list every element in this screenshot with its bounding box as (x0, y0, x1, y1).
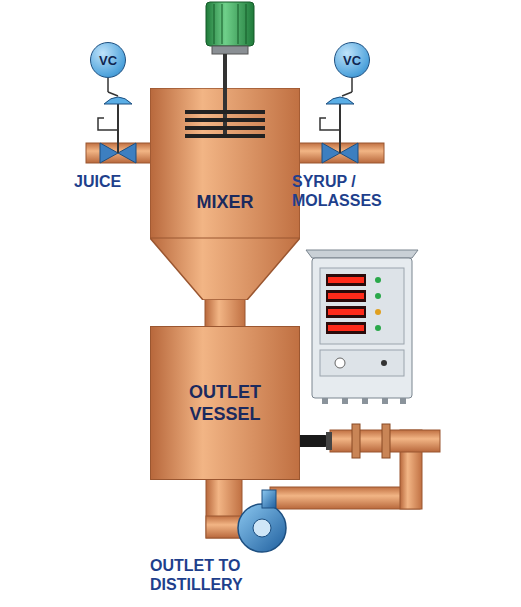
agitator-blade (185, 110, 265, 114)
controller-panel (306, 250, 418, 258)
controller-panel (320, 268, 404, 344)
stream-label: SYRUP / MOLASSES (292, 172, 432, 210)
discharge-piping (352, 424, 360, 458)
node-label: VC (99, 53, 117, 68)
control-valve (118, 143, 136, 163)
controller-panel (326, 274, 366, 286)
control-valve (100, 143, 118, 163)
controller-panel (375, 309, 381, 315)
controller-panel (328, 309, 364, 315)
controller-panel (342, 398, 348, 404)
agitator-motor (223, 54, 227, 90)
discharge-piping (382, 424, 390, 458)
controller-panel (306, 250, 418, 404)
controller-circle: VC (90, 42, 126, 78)
controller-panel (322, 398, 328, 404)
pump (238, 490, 286, 552)
controller-panel (328, 325, 364, 331)
control-valve (339, 104, 341, 153)
control-valve (340, 143, 358, 163)
agitator-motor (206, 2, 254, 90)
pump (262, 490, 276, 508)
vessel-seam (150, 238, 300, 239)
controller-panel (326, 290, 366, 302)
controller-panel (328, 293, 364, 299)
agitator-motor (246, 4, 247, 44)
control-valve (326, 97, 354, 104)
discharge-piping (270, 487, 420, 509)
node-label: VC (343, 53, 361, 68)
controller-panel (326, 306, 366, 318)
control-valve (322, 143, 340, 163)
controller-panel (326, 322, 366, 334)
control-valve (342, 92, 352, 96)
controller-panel (320, 350, 404, 376)
outlet-vessel: OUTLET VESSEL (150, 326, 300, 480)
agitator-blade (185, 134, 265, 138)
agitator-motor (214, 4, 215, 44)
control-valve (320, 118, 340, 130)
pipe-connector (205, 299, 245, 327)
control-valve (351, 78, 353, 92)
control-valve (320, 78, 358, 163)
pump (253, 519, 271, 537)
controller-panel (400, 398, 406, 404)
controller-panel (382, 398, 388, 404)
pump (238, 504, 286, 552)
controller-panel (375, 293, 381, 299)
node-label: OUTLET VESSEL (170, 381, 280, 425)
mixer-outline (150, 88, 300, 300)
control-valve (98, 78, 136, 163)
controller-panel (381, 360, 387, 366)
controller-panel (312, 258, 412, 398)
controller-circle: VC (334, 42, 370, 78)
agitator-motor (206, 2, 254, 46)
agitator-blade (185, 126, 265, 130)
controller-panel (328, 277, 364, 283)
control-valve (117, 104, 119, 153)
agitator-motor (212, 46, 248, 54)
outlet-label: OUTLET TO DISTILLERY (150, 556, 274, 594)
mixer-vessel: MIXER (150, 88, 300, 300)
controller-panel (375, 325, 381, 331)
controller-panel (375, 277, 381, 283)
agitator-motor (238, 4, 239, 44)
control-valve (98, 118, 118, 130)
density-sensor (326, 432, 332, 450)
pipe-connector (205, 299, 245, 327)
control-valve (107, 78, 109, 92)
controller-panel (362, 398, 368, 404)
agitator-blade (185, 118, 265, 122)
agitator-motor (222, 4, 223, 44)
control-valve (108, 92, 118, 96)
stream-label: JUICE (74, 172, 164, 191)
node-label: MIXER (150, 192, 300, 213)
controller-panel (335, 358, 345, 368)
control-valve (104, 97, 132, 104)
